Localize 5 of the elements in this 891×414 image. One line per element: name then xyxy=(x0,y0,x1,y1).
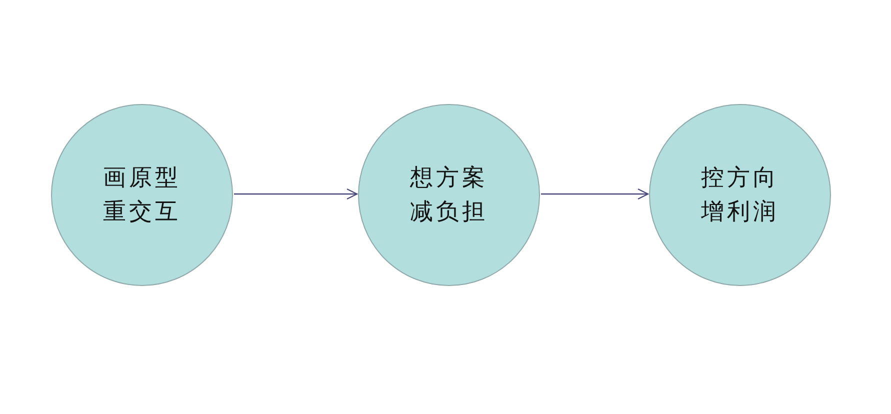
node-text: 想方案减负担 xyxy=(409,164,489,227)
arrow xyxy=(541,188,649,200)
arrow xyxy=(234,188,358,200)
node-text: 画原型重交互 xyxy=(102,164,182,227)
node-text: 控方向增利润 xyxy=(700,164,780,227)
